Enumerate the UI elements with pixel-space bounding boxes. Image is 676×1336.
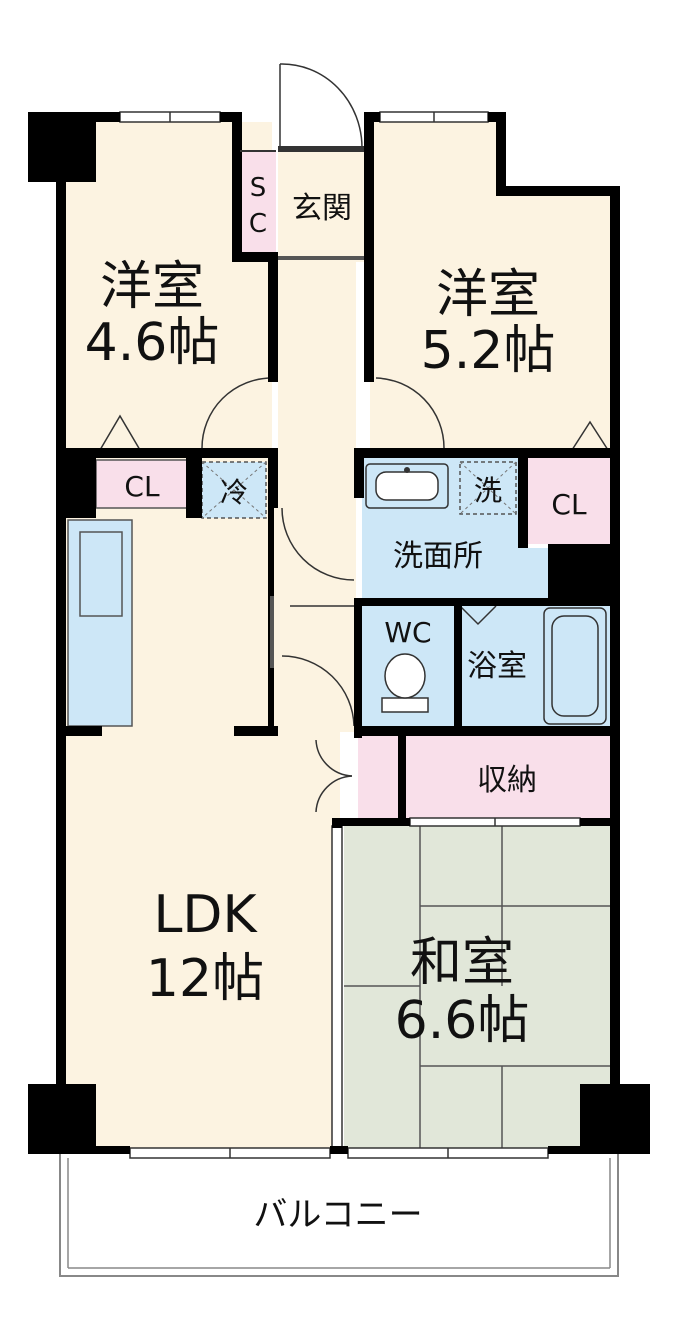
bathroom-label: 浴室 xyxy=(467,649,527,684)
shoe-closet-c: C xyxy=(249,209,267,239)
toilet-tank xyxy=(381,697,429,713)
hallway-floor xyxy=(278,262,356,732)
kitchen-sink xyxy=(79,531,123,617)
toilet-label: WC xyxy=(384,616,431,649)
door-swings xyxy=(201,63,445,813)
japanese-room-floor xyxy=(344,826,612,1148)
japanese-room-name: 和室 xyxy=(410,933,514,993)
entrance-floor xyxy=(278,152,364,262)
fridge-label: 冷 xyxy=(220,476,248,509)
western-room-2-size: 5.2帖 xyxy=(421,321,556,381)
tatami-lines xyxy=(344,826,612,1148)
shoe-closet-s: S xyxy=(250,173,267,203)
toilet-bowl xyxy=(384,653,426,699)
walls xyxy=(28,112,650,1154)
ldk-name: LDK xyxy=(153,885,258,945)
storage-small xyxy=(358,736,398,820)
storage-room xyxy=(404,736,610,820)
closet-right xyxy=(528,456,610,544)
balcony-label: バルコニー xyxy=(253,1195,422,1235)
western-room-1-name: 洋室 xyxy=(100,257,204,317)
balcony-area xyxy=(59,1149,619,1277)
storage-label: 収納 xyxy=(477,763,537,798)
washer-label: 洗 xyxy=(474,474,502,507)
ldk-size: 12帖 xyxy=(146,949,264,1009)
ldk-floor-lower xyxy=(62,732,340,1148)
western-room-2-floor xyxy=(370,122,612,452)
closet-right-label: CL xyxy=(551,488,587,521)
western-room-2-name: 洋室 xyxy=(436,265,540,325)
washroom-label: 洗面所 xyxy=(393,539,483,574)
entrance-label: 玄関 xyxy=(292,191,352,226)
japanese-room-size: 6.6帖 xyxy=(395,991,530,1051)
shoe-closet xyxy=(240,150,276,258)
closet-left-label: CL xyxy=(124,470,160,503)
western-room-1-size: 4.6帖 xyxy=(85,313,220,373)
